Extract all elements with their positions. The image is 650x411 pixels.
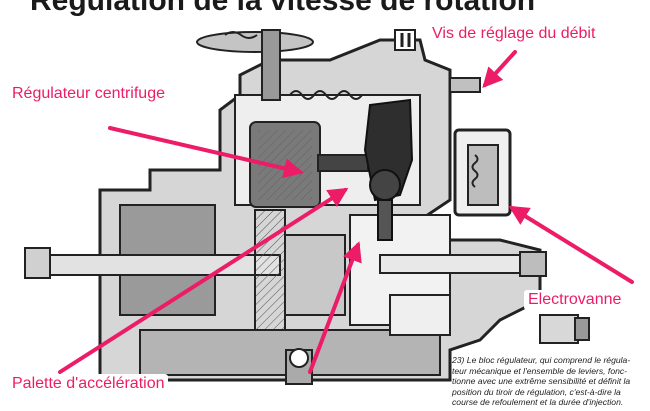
arrow-centrifugal-governor (108, 126, 304, 179)
flow-screw (394, 29, 481, 93)
caption-line: position du tiroir de régulation, c'est-… (452, 386, 621, 397)
arrow-flow-screw (482, 50, 517, 88)
label-acceleration-lever: Palette d'accélération (8, 374, 169, 394)
label-solenoid-valve: Electrovanne (524, 290, 626, 310)
distributor-plunger (379, 251, 590, 344)
label-centrifugal-governor: Régulateur centrifuge (8, 84, 169, 104)
arrow-acceleration-lever-2 (308, 241, 362, 374)
drive-shaft (24, 209, 346, 331)
lever-block (363, 98, 414, 241)
caption-line: course de refoulement et la durée d'inje… (452, 397, 624, 408)
callout-arrows (58, 50, 634, 374)
page-title: Régulation de la vitesse de rotation (30, 0, 536, 17)
solenoid-valve-body (453, 128, 512, 217)
top-spring-mechanism (196, 29, 363, 101)
caption-line: tionne avec une extrême sensibilité et d… (452, 376, 631, 387)
caption-line: 23) Le bloc régulateur, qui comprend le … (452, 355, 631, 365)
caption-line: teur mécanique et l'ensemble de leviers,… (452, 365, 628, 376)
bottom-valve (285, 348, 313, 385)
figure-caption: 23) Le bloc régulateur, qui comprend le … (452, 355, 648, 408)
label-flow-screw: Vis de réglage du débit (428, 24, 600, 44)
arrow-solenoid-valve (508, 205, 634, 284)
arrow-acceleration-lever-1 (58, 187, 349, 374)
